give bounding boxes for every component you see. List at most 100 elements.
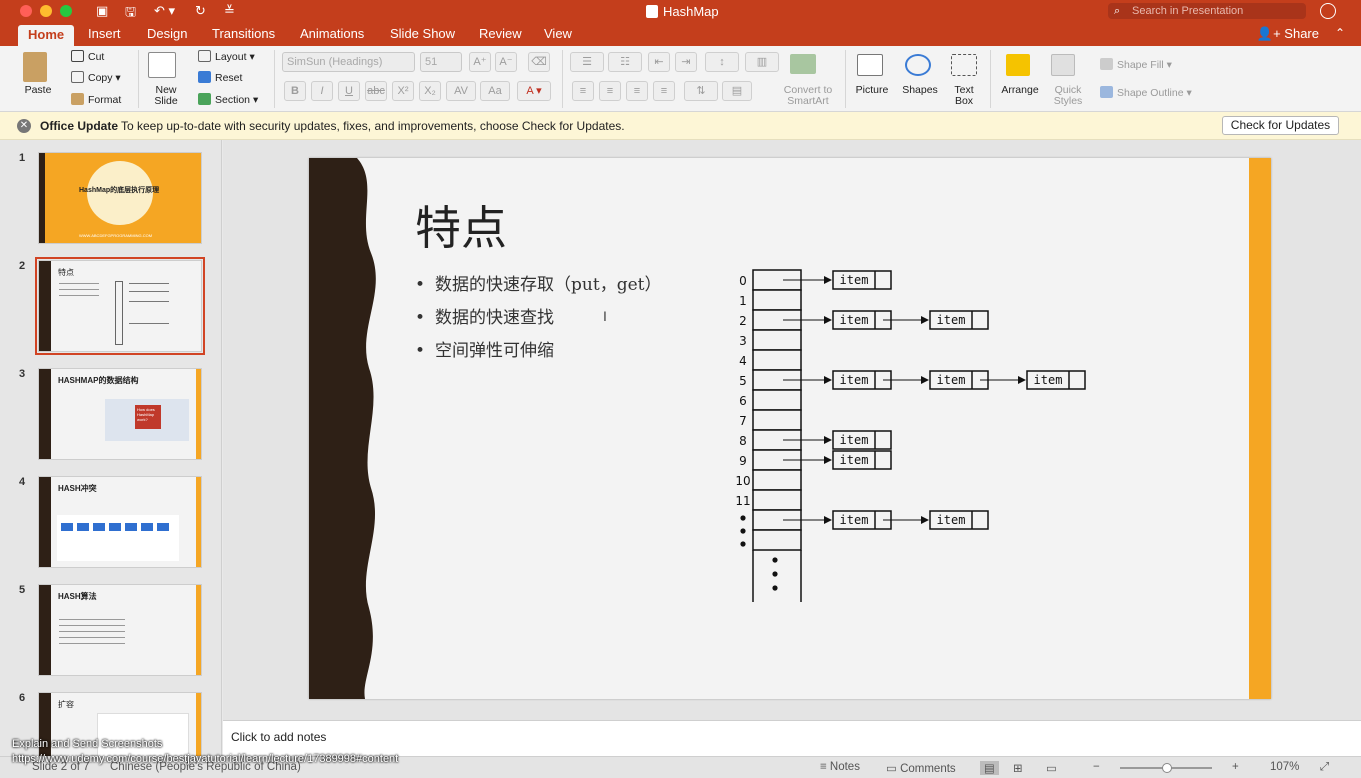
item-node-label: item	[840, 433, 869, 447]
slide-bullets[interactable]: 数据的快速存取（put，get） 数据的快速查找 空间弹性可伸缩	[415, 270, 661, 369]
normal-view-icon[interactable]: ▤	[980, 761, 999, 775]
shapes-button[interactable]: Shapes	[902, 84, 938, 96]
tab-design[interactable]: Design	[147, 26, 188, 41]
maximize-window-button[interactable]	[60, 5, 72, 17]
section-button[interactable]: Section ▾	[198, 93, 258, 106]
numbering-button[interactable]: ☷	[608, 52, 642, 72]
tab-view[interactable]: View	[544, 26, 572, 41]
justify-button[interactable]: ≡	[653, 81, 675, 101]
smartart-icon[interactable]	[790, 54, 816, 74]
zoom-in-button[interactable]: +	[1232, 761, 1239, 773]
change-case-button[interactable]: Aa	[480, 81, 510, 101]
copy-button[interactable]: Copy ▾	[71, 71, 121, 84]
search-input[interactable]: ⌕Search in Presentation	[1108, 3, 1306, 19]
item-node-label: item	[840, 453, 869, 467]
customize-toolbar-icon[interactable]: ≚	[224, 3, 235, 18]
thumbnail-diagram	[57, 515, 179, 561]
reset-button[interactable]: Reset	[198, 71, 242, 84]
shapes-icon[interactable]	[905, 54, 931, 76]
slide-sorter-icon[interactable]: ⊞	[1013, 763, 1023, 775]
sidebar-toggle-icon[interactable]: ▣	[96, 3, 109, 18]
shape-fill-button[interactable]: Shape Fill ▾	[1100, 58, 1172, 71]
reading-view-icon[interactable]: ▭	[1046, 763, 1057, 775]
line-spacing-button[interactable]: ↕	[705, 52, 739, 72]
picture-button[interactable]: Picture	[855, 84, 889, 96]
clear-formatting-button[interactable]: ⌫	[528, 52, 550, 72]
dismiss-update-icon[interactable]: ✕	[17, 119, 31, 133]
new-slide-icon[interactable]	[148, 52, 176, 78]
layout-button[interactable]: Layout ▾	[198, 50, 255, 63]
align-left-button[interactable]: ≡	[572, 81, 594, 101]
current-slide[interactable]: 特点 数据的快速存取（put，get） 数据的快速查找 空间弹性可伸缩 0123…	[309, 158, 1271, 699]
arrange-icon[interactable]	[1006, 54, 1030, 76]
strikethrough-button[interactable]: abc	[365, 81, 387, 101]
columns-button[interactable]: ▥	[745, 52, 779, 72]
share-button[interactable]: 👤+ Share	[1256, 26, 1319, 41]
account-icon[interactable]	[1320, 3, 1336, 19]
decrease-indent-button[interactable]: ⇤	[648, 52, 670, 72]
align-text-button[interactable]: ▤	[722, 81, 752, 101]
minimize-window-button[interactable]	[40, 5, 52, 17]
comments-button[interactable]: ▭ Comments	[886, 763, 956, 775]
close-window-button[interactable]	[20, 5, 32, 17]
slide-thumbnail-2[interactable]: 特点	[35, 257, 205, 355]
align-center-button[interactable]: ≡	[599, 81, 621, 101]
undo-icon[interactable]: ↶ ▾	[154, 3, 176, 18]
item-node-label: item	[1034, 373, 1063, 387]
cut-button[interactable]: Cut	[71, 50, 104, 63]
text-box-icon[interactable]	[951, 54, 977, 76]
language-indicator[interactable]: Chinese (People's Republic of China)	[110, 761, 301, 773]
font-name-select[interactable]: SimSun (Headings)	[282, 52, 415, 72]
collapse-ribbon-icon[interactable]: ⌃	[1334, 26, 1345, 40]
fit-to-window-icon[interactable]: ⤢	[1320, 761, 1330, 773]
tab-slide-show[interactable]: Slide Show	[390, 26, 456, 41]
redo-icon[interactable]: ↻	[195, 3, 206, 18]
font-color-button[interactable]: A ▾	[517, 81, 551, 101]
bullets-button[interactable]: ☰	[570, 52, 604, 72]
picture-icon[interactable]	[857, 54, 883, 76]
slide-thumbnail-3[interactable]: HASHMAP的数据结构 How does HashMap work?	[38, 368, 202, 460]
paste-icon[interactable]	[23, 52, 47, 82]
notes-pane[interactable]: Click to add notes	[223, 720, 1361, 756]
slide-thumbnail-5[interactable]: HASH算法	[38, 584, 202, 676]
tab-transitions[interactable]: Transitions	[212, 26, 276, 41]
zoom-slider-handle[interactable]	[1162, 763, 1172, 773]
save-icon[interactable]: 🖫	[125, 4, 137, 19]
align-right-button[interactable]: ≡	[626, 81, 648, 101]
slide-title[interactable]: 特点	[415, 201, 507, 255]
bucket-index: 10	[735, 474, 750, 488]
underline-button[interactable]: U	[338, 81, 360, 101]
bold-button[interactable]: B	[284, 81, 306, 101]
text-direction-button[interactable]: ⇅	[684, 81, 718, 101]
tab-insert[interactable]: Insert	[88, 26, 121, 41]
increase-font-size-button[interactable]: A⁺	[469, 52, 491, 72]
font-size-select[interactable]: 51	[420, 52, 462, 72]
zoom-level[interactable]: 107%	[1270, 761, 1300, 773]
check-for-updates-button[interactable]: Check for Updates	[1222, 116, 1339, 135]
format-painter-button[interactable]: Format	[71, 93, 121, 106]
superscript-button[interactable]: X²	[392, 81, 414, 101]
slide-thumbnail-1[interactable]: HashMap的底层执行原理 WWW.ABCDEFGPROGRAMMING.CO…	[38, 152, 202, 244]
italic-button[interactable]: I	[311, 81, 333, 101]
item-node-label: item	[840, 273, 869, 287]
notes-toggle-button[interactable]: ≡ Notes	[820, 761, 860, 773]
character-spacing-button[interactable]: AV	[446, 81, 476, 101]
arrange-button[interactable]: Arrange	[1001, 84, 1039, 96]
search-placeholder: Search in Presentation	[1132, 5, 1244, 17]
slide-thumbnail-6[interactable]: 扩容	[38, 692, 202, 756]
tab-animations[interactable]: Animations	[300, 26, 365, 41]
decrease-font-size-button[interactable]: A⁻	[495, 52, 517, 72]
tab-review[interactable]: Review	[479, 26, 522, 41]
quick-styles-icon[interactable]	[1051, 54, 1075, 76]
increase-indent-button[interactable]: ⇥	[675, 52, 697, 72]
subscript-button[interactable]: X₂	[419, 81, 441, 101]
shape-outline-button[interactable]: Shape Outline ▾	[1100, 86, 1192, 99]
zoom-out-button[interactable]: −	[1093, 761, 1100, 773]
tab-home[interactable]: Home	[18, 25, 75, 46]
paste-button[interactable]: Paste	[24, 84, 52, 96]
slide-thumbnail-4[interactable]: HASH冲突	[38, 476, 202, 568]
